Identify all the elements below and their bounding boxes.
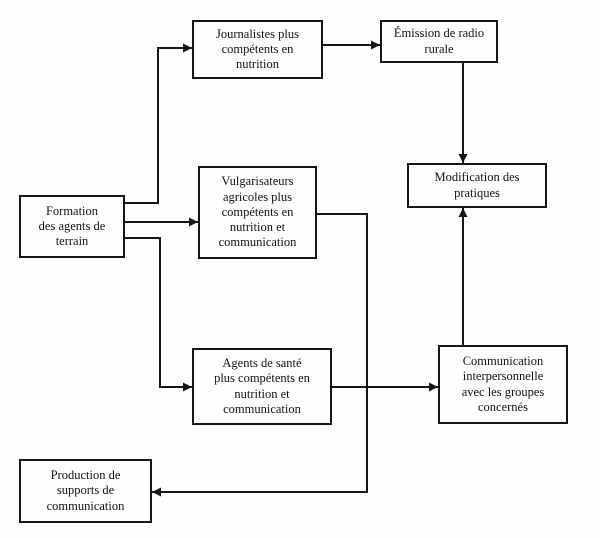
node-journalistes-label: Journalistes plus compétents en nutritio… xyxy=(216,26,299,72)
node-modification-pratiques-label: Modification des pratiques xyxy=(434,170,520,200)
node-agents-sante-label: Agents de santé plus compétents en nutri… xyxy=(214,356,310,416)
edge-vulgarisateurs-production xyxy=(152,213,368,497)
node-communication-interpersonnelle-label: Communication interpersonnelle avec les … xyxy=(461,354,545,414)
node-production-supports: Production de supports de communication xyxy=(19,459,152,523)
node-production-supports-label: Production de supports de communication xyxy=(46,468,125,513)
edge-formation-agents-sante xyxy=(125,237,192,392)
node-formation: Formation des agents de terrain xyxy=(19,195,125,258)
node-vulgarisateurs-label: Vulgarisateurs agricoles plus compétents… xyxy=(218,174,297,250)
edge-formation-journalistes xyxy=(125,43,192,204)
node-journalistes: Journalistes plus compétents en nutritio… xyxy=(192,20,323,79)
node-communication-interpersonnelle: Communication interpersonnelle avec les … xyxy=(438,345,568,424)
node-formation-label: Formation des agents de terrain xyxy=(38,203,106,249)
node-modification-pratiques: Modification des pratiques xyxy=(407,163,547,208)
node-vulgarisateurs: Vulgarisateurs agricoles plus compétents… xyxy=(198,166,317,259)
node-emission-radio: Émission de radio rurale xyxy=(380,20,498,63)
node-agents-sante: Agents de santé plus compétents en nutri… xyxy=(192,348,332,425)
node-emission-radio-label: Émission de radio rurale xyxy=(393,26,485,56)
